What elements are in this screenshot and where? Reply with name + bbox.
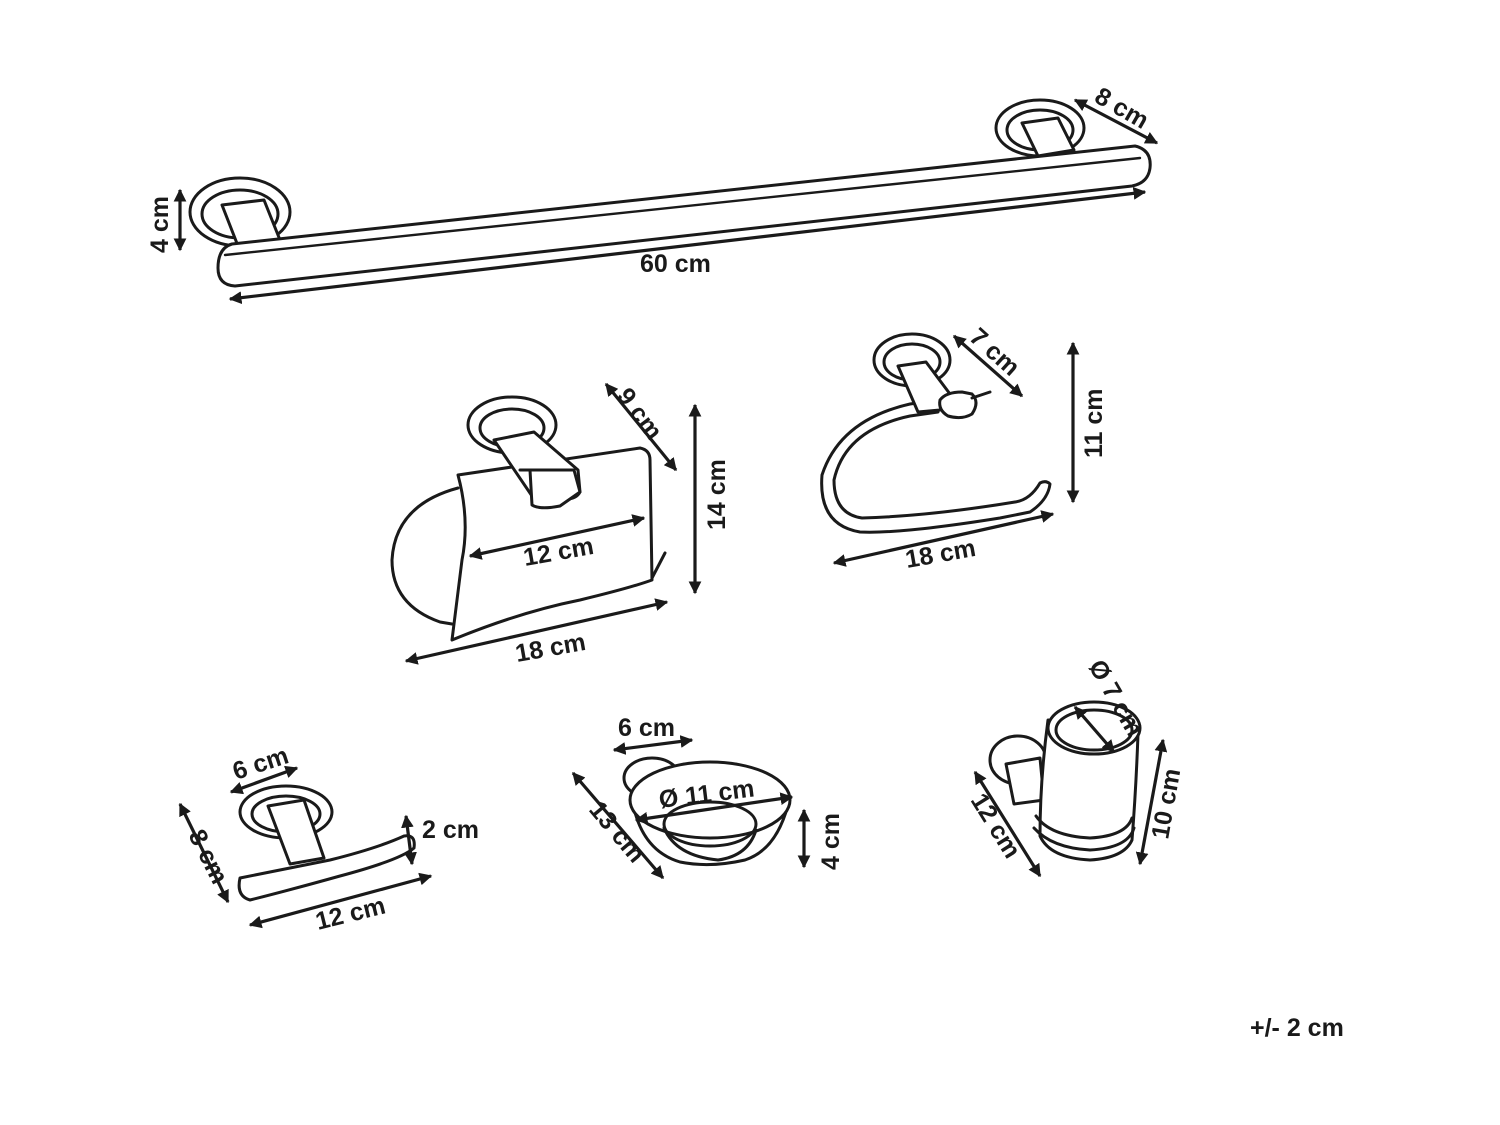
towel-ring-width-label: 18 cm [903,534,978,574]
towel-bar-length-dimension [228,186,1147,305]
toilet-roll-height-label: 14 cm [703,459,731,530]
tolerance-note: +/- 2 cm [1250,1014,1344,1042]
towel-ring-drawing [820,332,1052,534]
tumbler-diameter-dimension [1073,705,1116,754]
soap-dish-mount-dimension [612,735,694,755]
towel-bar-depth-label: 8 cm [1090,82,1153,135]
tumbler-depth-dimension [973,770,1042,878]
towel-ring-width-dimension [832,510,1055,567]
robe-hook-width-dimension [248,872,433,929]
soap-dish-mount-label: 6 cm [618,714,675,742]
tumbler-height-label: 10 cm [1146,766,1186,841]
tumbler-height-dimension [1135,738,1168,866]
toilet-roll-depth-label: 9 cm [611,383,668,445]
soap-dish-height-label: 4 cm [817,813,845,870]
robe-hook-depth-label: 6 cm [229,741,292,785]
toilet-roll-holder-drawing [390,395,667,642]
soap-dish-depth-dimension [571,771,665,880]
robe-hook-drawing [237,784,416,902]
robe-hook-thickness-label: 2 cm [422,816,479,844]
robe-hook-thickness-dimension [401,814,417,866]
towel-bar-length-label: 60 cm [640,250,711,278]
towel-bar-height-label: 4 cm [146,196,174,253]
robe-hook-depth-dimension [229,765,299,795]
towel-bar-depth-dimension [1073,98,1159,145]
towel-ring-depth-dimension [952,334,1024,398]
robe-hook-height-label: 8 cm [183,825,234,888]
toilet-roll-width-dimension [404,598,669,665]
towel-ring-height-label: 11 cm [1080,388,1108,458]
toilet-roll-depth-dimension [604,382,678,472]
robe-hook-height-dimension [178,802,230,904]
toilet-roll-inner-width-dimension [468,514,646,560]
